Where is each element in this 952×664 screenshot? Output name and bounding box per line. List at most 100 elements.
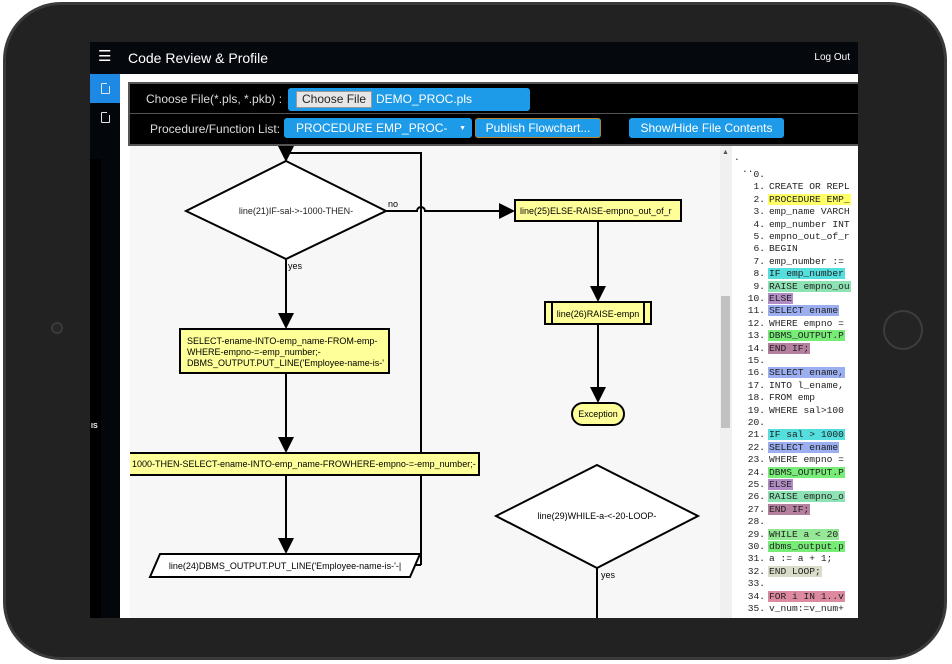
terminator-node[interactable] [571,402,625,426]
line-number: 28. [747,516,765,528]
no-connector [386,203,515,219]
line-text: emp_name VARCH [769,206,850,218]
code-line: 30.dbms_output.p [732,541,845,553]
line-number: 17. [747,379,765,391]
line-number: 1. [753,181,765,193]
line-number: 22. [747,441,765,453]
line-text: END LOOP; [768,565,822,577]
line-text: empno_out_of_r [769,231,850,242]
line-text: SELECT ename [768,305,840,317]
line-text: RAISE empno_ou [768,280,851,292]
code-line: 34.FOR i IN 1..v [732,590,845,603]
line-text: FOR i IN 1..v [768,590,845,602]
line-number: 34. [747,590,765,602]
line-text [768,355,770,366]
line-text: WHERE empno = [769,454,844,466]
show-hide-file-button[interactable]: Show/Hide File Contents [629,118,784,138]
code-scrollbar[interactable]: ▲ [720,146,732,618]
code-header: . [734,152,740,163]
camera-icon [51,322,63,334]
file-label: Choose File(*.pls, *.pkb) : [146,92,283,106]
procedure-label: Procedure/Function List: [150,122,281,136]
line-number: 18. [747,392,765,404]
loop-back-connector [278,146,422,565]
line-number: 15. [747,355,765,366]
line-number: 33. [747,578,765,590]
top-bar: ☰ Code Review & Profile Log Out [90,42,858,74]
code-line: 10.ELSE [732,293,794,305]
line-text: BEGIN [769,243,798,255]
home-button[interactable] [883,310,923,350]
file-input[interactable]: Choose File DEMO_PROC.pls [288,88,530,111]
line-text: DBMS_OUTPUT.P [768,466,845,478]
file-form: Choose File(*.pls, *.pkb) : Choose File … [128,82,858,146]
decision-node[interactable] [493,463,701,570]
line-number: 0. [753,169,765,180]
line-text: v_num:=v_num+ [769,603,844,614]
file-name: DEMO_PROC.pls [376,92,473,106]
line-text: DBMS_OUTPUT.P [768,330,845,342]
sidebar-item-file-1[interactable] [90,74,120,103]
flowchart: line(21)IF-sal->-1000-THEN- no yes SELEC… [119,146,701,618]
code-line: 26.RAISE empno_o [732,491,845,503]
code-line: 16.SELECT ename, [732,367,845,379]
line-text: SELECT ename [768,441,840,453]
line-text: RAISE empno_o [768,491,845,503]
no-label: no [388,199,398,209]
line-number: 5. [753,231,765,242]
scroll-up-icon[interactable]: ▲ [722,149,729,156]
process-line: DBMS_OUTPUT.PUT_LINE('Employee-name-is-' [187,358,384,368]
line-number: 25. [747,479,765,490]
line-text: a := a + 1; [769,553,833,565]
code-line: 8.IF emp_number [732,268,845,280]
line-number: 16. [747,367,765,379]
hamburger-icon[interactable]: ☰ [98,48,112,65]
line-text [768,578,770,589]
line-number: 30. [747,541,765,552]
line-number: 8. [753,268,765,280]
line-text [768,169,770,180]
code-line: 19. WHERE sal>100 [732,405,845,417]
code-line: 27.END IF; [732,503,811,516]
line-number: 12. [747,317,765,329]
procedure-select[interactable]: PROCEDURE EMP_PROC- ▼ [284,118,472,138]
scrollbar-thumb[interactable] [721,296,730,428]
line-text: SELECT ename, [768,367,845,379]
process-node[interactable] [514,199,682,222]
decision-label: line(21)IF-sal->-1000-THEN- [239,206,353,216]
process-label: line(25)ELSE-RAISE-empno_out_of_r [520,206,672,216]
line-number: 24. [747,466,765,478]
line-number: 23. [747,454,765,466]
code-line: 4.emp_number INT [732,219,851,231]
line-text: CREATE OR REPL [769,181,850,193]
code-line: 15. [732,355,770,367]
line-text: WHERE sal>100 [769,404,844,416]
line-text: END IF; [768,342,811,354]
choose-file-button[interactable]: Choose File [296,91,373,108]
file-icon [100,83,110,94]
io-node[interactable] [148,553,422,578]
line-number: 35. [747,603,765,614]
code-line: 14.END IF; [732,342,811,355]
line-number: 27. [747,503,765,515]
io-label: line(24)DBMS_OUTPUT.PUT_LINE('Employee-n… [169,561,401,571]
line-text [768,516,770,527]
process-node[interactable] [179,328,390,374]
logout-link[interactable]: Log Out [814,52,850,63]
code-line: 11.SELECT ename [732,305,840,317]
line-number: 13. [747,330,765,342]
subprocess-label: line(26)RAISE-empn [557,309,640,319]
decision-node[interactable] [183,159,389,261]
line-text: IF emp_number [768,268,845,280]
terminator-label: Exception [578,409,618,419]
line-text: PROCEDURE EMP_ [768,193,851,205]
line-number: 9. [753,280,765,292]
line-number: 31. [747,553,765,565]
code-line: 35. v_num:=v_num+ [732,603,845,615]
sidebar-item-file-2[interactable] [90,103,120,132]
publish-flowchart-button[interactable]: Publish Flowchart... [475,118,601,138]
line-number: 19. [747,404,765,416]
line-number: 26. [747,491,765,503]
subprocess-node[interactable] [544,301,652,325]
